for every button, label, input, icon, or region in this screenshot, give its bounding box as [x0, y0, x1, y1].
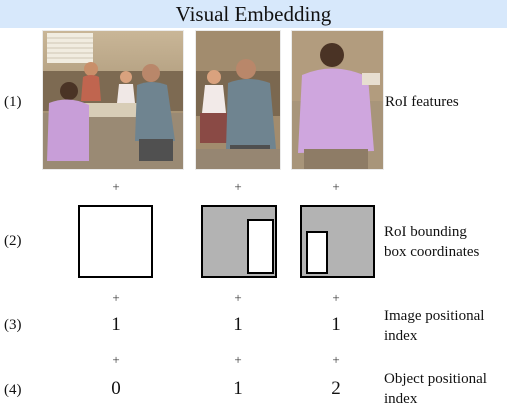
plus-sign: +: [112, 352, 120, 367]
image-index-value: 1: [331, 314, 341, 335]
plus-sign: +: [234, 179, 242, 194]
bbox-boy: [300, 205, 375, 278]
row-3-index: (3): [4, 317, 22, 333]
row-4-index: (4): [4, 382, 22, 398]
bbox-inner-region: [306, 231, 328, 274]
image-index-value: 1: [233, 314, 243, 335]
bbox-man-girl: [201, 205, 277, 278]
row-2-index: (2): [4, 233, 22, 249]
roi-photo-man-girl: [196, 31, 280, 169]
plus-sign: +: [112, 290, 120, 305]
row-4-label-line1: Object positional: [384, 371, 487, 387]
row-2-label-line1: RoI bounding: [384, 224, 467, 240]
row-3-label: Image positional index: [384, 306, 484, 346]
row-2-label-line2: box coordinates: [384, 244, 480, 260]
banner-title: Visual Embedding: [175, 1, 332, 26]
photo-man-girl-image: [196, 31, 280, 169]
image-index-value: 1: [111, 314, 121, 335]
plus-sign: +: [234, 352, 242, 367]
plus-sign: +: [112, 179, 120, 194]
row-2-label: RoI bounding box coordinates: [384, 222, 479, 262]
row-3-label-line2: index: [384, 328, 418, 344]
plus-sign: +: [332, 290, 340, 305]
object-index-value: 1: [233, 378, 243, 399]
row-3-label-line1: Image positional: [384, 308, 485, 324]
visual-embedding-banner: Visual Embedding: [0, 0, 507, 28]
row-1-index: (1): [4, 94, 22, 110]
roi-photo-boy: [292, 31, 383, 169]
object-index-value: 2: [331, 378, 341, 399]
bbox-full-image: [78, 205, 153, 278]
row-4-label: Object positional index: [384, 369, 487, 409]
photo-full-scene-image: [43, 31, 183, 169]
plus-sign: +: [332, 179, 340, 194]
photo-boy-image: [292, 31, 383, 169]
plus-sign: +: [332, 352, 340, 367]
row-4-label-line2: index: [384, 391, 418, 407]
object-index-value: 0: [111, 378, 121, 399]
plus-sign: +: [234, 290, 242, 305]
roi-photo-full-scene: [43, 31, 183, 169]
row-1-label: RoI features: [385, 94, 459, 110]
bbox-inner-region: [247, 219, 274, 274]
